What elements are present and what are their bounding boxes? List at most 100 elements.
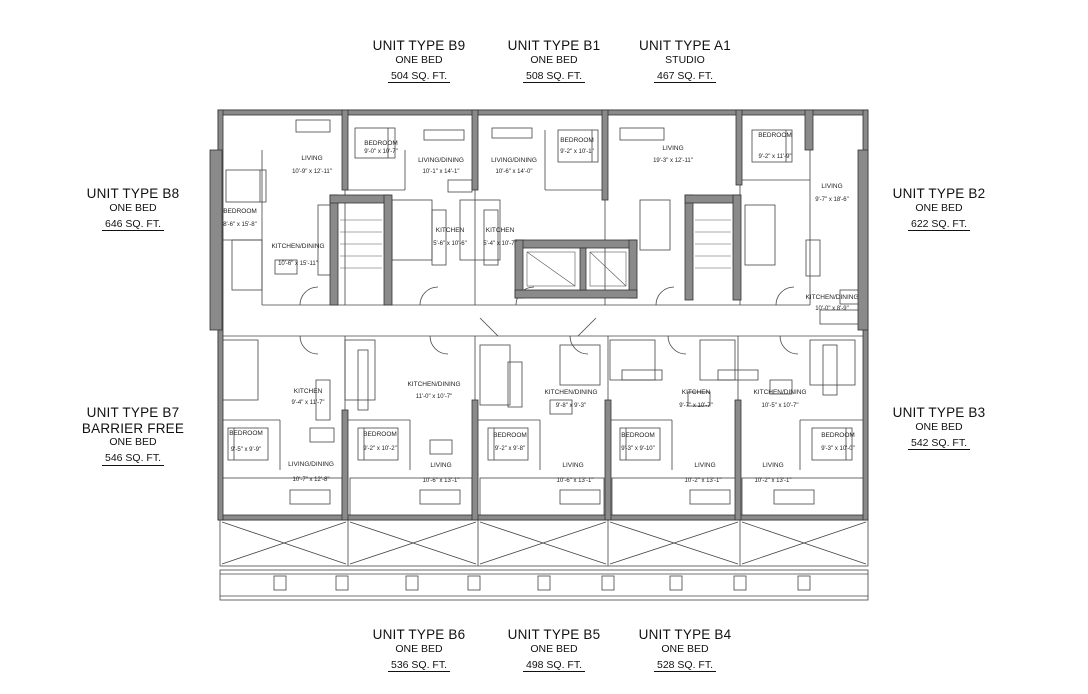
unit-area: 528 SQ. FT. [653,659,717,673]
room-dimensions: 9'-7" x 18'-6" [815,197,849,203]
room-name: BEDROOM [493,432,527,439]
unit-area: 546 SQ. FT. [101,453,165,466]
room-name: BEDROOM [560,137,594,144]
unit-label-b7: UNIT TYPE B7 BARRIER FREE ONE BED 546 SQ… [78,405,188,466]
unit-area: 536 SQ. FT. [387,659,451,673]
room-name: LIVING [562,462,583,469]
room-dimensions: 9'-3" x 9'-10" [621,446,655,452]
unit-type: UNIT TYPE B4 [638,627,732,642]
room-dimensions: 8'-6" x 15'-8" [223,222,257,228]
room-dimensions: 10'-6" x 13'-1" [557,478,594,484]
room-name: KITCHEN [486,227,515,234]
room-name: LIVING [762,462,783,469]
room-dimensions: 11'-0" x 10'-7" [416,394,452,400]
room-name: KITCHEN/DINING [271,243,324,250]
unit-label-b1: UNIT TYPE B1 ONE BED 508 SQ. FT. [499,38,609,84]
room-dimensions: 9'-3" x 10'-0" [821,446,855,452]
room-dimensions: 10'-7" x 12'-8" [293,477,330,483]
room-name: BEDROOM [363,431,397,438]
unit-label-b6: UNIT TYPE B6 ONE BED 536 SQ. FT. [364,627,474,673]
room-name: KITCHEN [436,227,465,234]
room-dimensions: 10'-5" x 10'-7" [762,403,799,409]
room-name: KITCHEN/DINING [805,294,858,301]
room-dimensions: 9'-4" x 11'-7" [291,400,324,406]
room-name: LIVING [694,462,715,469]
room-name: LIVING/DINING [418,157,464,164]
unit-label-b9: UNIT TYPE B9 ONE BED 504 SQ. FT. [364,38,474,84]
unit-beds: ONE BED [530,642,578,655]
room-name: KITCHEN/DINING [544,389,597,396]
room-dimensions: 10'-6" x 15'-11" [278,261,318,267]
room-name: KITCHEN [682,389,711,396]
unit-area: 646 SQ. FT. [101,218,165,232]
room-dimensions: 5'-6" x 10'-6" [433,241,467,247]
room-name: BEDROOM [821,432,855,439]
room-dimensions: 10'-6" x 13'-1" [423,478,460,484]
unit-beds: ONE BED [915,420,963,433]
room-name: BEDROOM [229,430,263,437]
room-dimensions: 9'-0" x 10'-7" [364,149,398,155]
room-name: KITCHEN/DINING [407,381,460,388]
unit-beds: ONE BED [395,642,443,655]
room-name: KITCHEN [294,388,323,395]
room-dimensions: 10'-2" x 13'-1" [755,478,792,484]
plan-lines [217,109,869,601]
room-dimensions: 10'-6" x 14'-0" [496,169,533,175]
unit-type: UNIT TYPE B2 [892,186,986,201]
room-dimensions: 10'-2" x 13'-1" [685,478,722,484]
unit-label-b2: UNIT TYPE B2 ONE BED 622 SQ. FT. [884,186,994,232]
room-dimensions: 9'-5" x 9'-9" [231,447,261,453]
unit-area: 498 SQ. FT. [522,659,586,673]
unit-area: 504 SQ. FT. [387,70,451,84]
unit-type: UNIT TYPE B6 [372,627,466,642]
room-name: LIVING [301,155,322,162]
room-dimensions: 9'-2" x 9'-8" [495,446,525,452]
room-name: BEDROOM [223,208,257,215]
unit-beds: ONE BED [915,201,963,214]
room-name: LIVING [662,145,683,152]
room-dimensions: 9'-2" x 10'-2" [363,446,397,452]
room-dimensions: 9'-2" x 11'-9" [758,154,791,160]
unit-type: UNIT TYPE A1 [639,38,731,53]
room-name: LIVING/DINING [288,461,334,468]
room-labels: BEDROOM 9'-0" x 10'-7" LIVING 10'-9" x 1… [223,132,858,484]
room-name: BEDROOM [758,132,792,139]
unit-type: UNIT TYPE B3 [892,405,986,420]
room-name: LIVING [821,183,842,190]
room-dimensions: 10'-0" x 8'-9" [815,306,849,312]
unit-type: UNIT TYPE B1 [507,38,601,53]
room-dimensions: 10'-9" x 12'-11" [292,169,332,175]
room-name: KITCHEN/DINING [753,389,806,396]
stair-core [340,219,731,287]
room-dimensions: 9'-7" x 10'-7" [679,403,713,409]
room-dimensions: 9'-8" x 9'-3" [556,403,586,409]
room-name: BEDROOM [621,432,655,439]
planter-strip [219,569,869,601]
unit-area: 622 SQ. FT. [907,218,971,232]
room-dimensions: 5'-4" x 10'-7" [483,241,517,247]
unit-beds: ONE BED [395,53,443,66]
unit-beds: STUDIO [665,53,705,66]
unit-type: UNIT TYPE B9 [372,38,466,53]
unit-area: 467 SQ. FT. [653,70,717,84]
unit-type: UNIT TYPE B5 [507,627,601,642]
room-name: LIVING/DINING [491,157,537,164]
unit-label-a1: UNIT TYPE A1 STUDIO 467 SQ. FT. [630,38,740,84]
unit-subtype: BARRIER FREE [81,420,185,436]
unit-beds: ONE BED [109,436,157,449]
unit-area: 508 SQ. FT. [522,70,586,84]
room-dimensions: 10'-1" x 14'-1" [423,169,460,175]
unit-type: UNIT TYPE B8 [86,186,180,201]
room-name: BEDROOM [364,140,398,147]
unit-area: 542 SQ. FT. [907,437,971,451]
unit-type: UNIT TYPE B7 [86,405,180,420]
core-walls [209,109,869,521]
unit-beds: ONE BED [661,642,709,655]
unit-beds: ONE BED [109,201,157,214]
unit-label-b5: UNIT TYPE B5 ONE BED 498 SQ. FT. [499,627,609,673]
room-dimensions: 9'-2" x 10'-1" [560,149,594,155]
unit-label-b3: UNIT TYPE B3 ONE BED 542 SQ. FT. [884,405,994,451]
unit-label-b8: UNIT TYPE B8 ONE BED 646 SQ. FT. [78,186,188,232]
room-name: LIVING [430,462,451,469]
